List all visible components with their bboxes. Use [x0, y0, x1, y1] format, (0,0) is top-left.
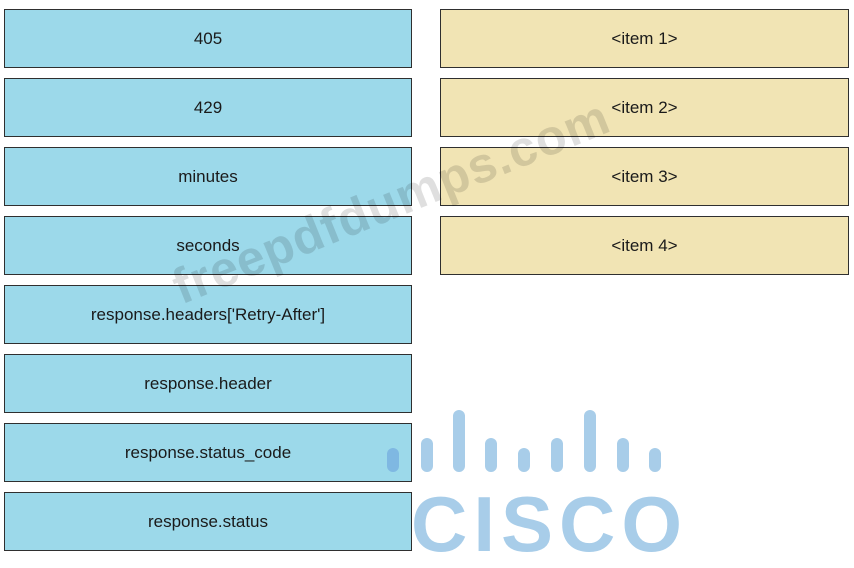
- option-seconds[interactable]: seconds: [4, 216, 412, 275]
- drop-targets: <item 1> <item 2> <item 3> <item 4>: [440, 9, 849, 275]
- cisco-wordmark: CISCO: [411, 480, 689, 568]
- option-response-header[interactable]: response.header: [4, 354, 412, 413]
- option-response-status-code[interactable]: response.status_code: [4, 423, 412, 482]
- answer-options: 405 429 minutes seconds response.headers…: [4, 9, 412, 551]
- cisco-bars-icon: [387, 410, 661, 472]
- target-item-2[interactable]: <item 2>: [440, 78, 849, 137]
- cisco-logo: CISCO: [385, 405, 682, 563]
- target-item-3[interactable]: <item 3>: [440, 147, 849, 206]
- target-item-1[interactable]: <item 1>: [440, 9, 849, 68]
- option-response-status[interactable]: response.status: [4, 492, 412, 551]
- option-405[interactable]: 405: [4, 9, 412, 68]
- option-response-headers-retry-after[interactable]: response.headers['Retry-After']: [4, 285, 412, 344]
- option-minutes[interactable]: minutes: [4, 147, 412, 206]
- target-item-4[interactable]: <item 4>: [440, 216, 849, 275]
- option-429[interactable]: 429: [4, 78, 412, 137]
